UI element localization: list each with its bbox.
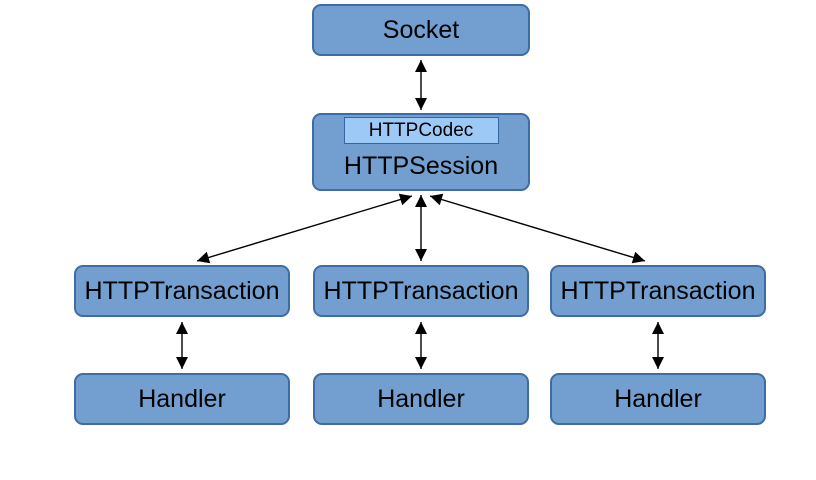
httpsession-node: HTTPCodec HTTPSession bbox=[312, 113, 530, 191]
httpcodec-label: HTTPCodec bbox=[368, 119, 474, 141]
socket-node: Socket bbox=[312, 4, 530, 56]
handler-label: Handler bbox=[614, 384, 702, 413]
httptransaction-node-1: HTTPTransaction bbox=[74, 265, 290, 317]
httpsession-label: HTTPSession bbox=[343, 152, 499, 180]
httptransaction-node-2: HTTPTransaction bbox=[313, 265, 529, 317]
socket-label: Socket bbox=[382, 15, 460, 44]
httptransaction-node-3: HTTPTransaction bbox=[550, 265, 766, 317]
handler-node-2: Handler bbox=[313, 373, 529, 425]
session-transaction3-arrow bbox=[429, 193, 646, 264]
handler-node-1: Handler bbox=[74, 373, 290, 425]
httptransaction-label: HTTPTransaction bbox=[84, 276, 280, 305]
handler-label: Handler bbox=[377, 384, 465, 413]
handler-node-3: Handler bbox=[550, 373, 766, 425]
httpcodec-node: HTTPCodec bbox=[343, 117, 499, 144]
httptransaction-label: HTTPTransaction bbox=[560, 276, 756, 305]
handler-label: Handler bbox=[138, 384, 226, 413]
session-transaction1-arrow bbox=[196, 193, 413, 264]
httptransaction-label: HTTPTransaction bbox=[323, 276, 519, 305]
